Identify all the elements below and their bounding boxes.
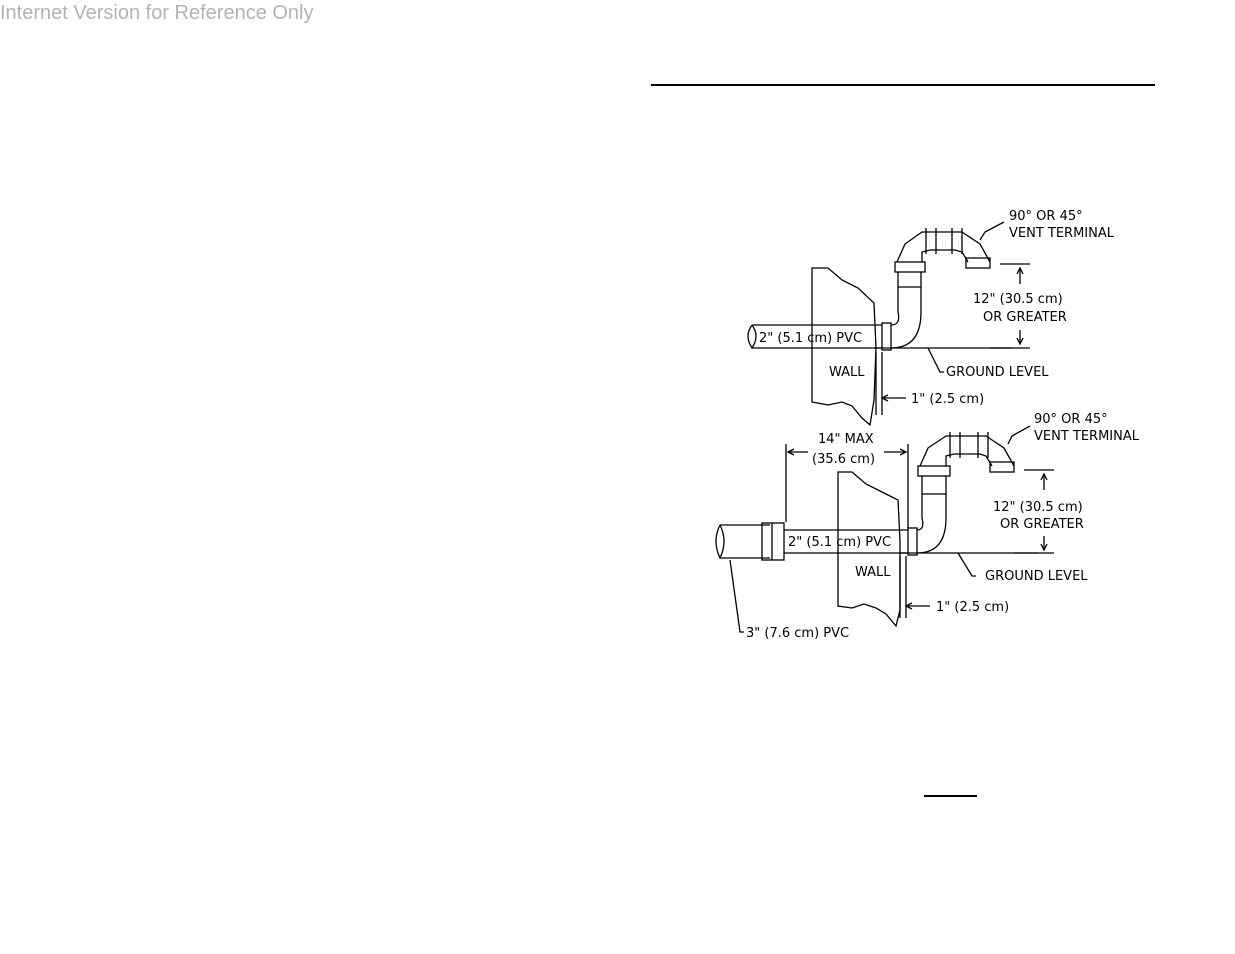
upper-terminal-line2: VENT TERMINAL — [1009, 226, 1115, 241]
lower-terminal-line1: 90° OR 45° — [1034, 412, 1108, 427]
lower-pipe — [784, 529, 908, 554]
upper-pipe-label: 2" (5.1 cm) PVC — [759, 331, 862, 346]
lower-max-line2: (35.6 cm) — [812, 452, 875, 467]
upper-riser — [897, 272, 922, 288]
lower-max-line1: 14" MAX — [818, 432, 874, 447]
lower-large-pipe-leader — [729, 559, 744, 633]
upper-ground-label: GROUND LEVEL — [946, 365, 1049, 380]
upper-elbow — [890, 287, 922, 349]
upper-clearance-dim — [875, 352, 906, 415]
lower-wall — [837, 471, 901, 628]
lower-terminal-leader — [1007, 425, 1031, 445]
lower-diagram — [715, 425, 1054, 633]
lower-wall-label: WALL — [855, 565, 891, 580]
lower-ground-leader — [957, 552, 976, 577]
lower-height-line2: OR GREATER — [1000, 517, 1084, 532]
figure-rule — [924, 795, 977, 797]
lower-max-dim — [785, 444, 909, 528]
lower-riser — [921, 476, 947, 495]
upper-riser-coupling — [894, 261, 926, 273]
lower-terminal — [919, 435, 1015, 467]
lower-terminal-line2: VENT TERMINAL — [1034, 429, 1140, 444]
lower-clearance-label: 1" (2.5 cm) — [936, 600, 1009, 615]
lower-clearance-dim — [899, 556, 930, 618]
lower-riser-coupling — [917, 465, 951, 477]
lower-large-pipe-end — [715, 524, 725, 560]
lower-elbow — [916, 494, 947, 554]
upper-diagram — [747, 221, 1030, 427]
upper-pipe-coupling — [881, 322, 892, 351]
upper-terminal-leader — [979, 221, 1005, 241]
upper-clearance-label: 1" (2.5 cm) — [911, 392, 984, 407]
lower-terminal-end — [989, 461, 1015, 473]
upper-height-line1: 12" (30.5 cm) — [973, 292, 1063, 307]
upper-pipe-end — [747, 324, 757, 350]
header-rule — [651, 84, 1155, 86]
upper-terminal — [896, 231, 991, 263]
lower-ground-label: GROUND LEVEL — [985, 569, 1088, 584]
upper-terminal-line1: 90° OR 45° — [1009, 209, 1083, 224]
lower-terminal-couplings — [949, 432, 989, 458]
lower-reducer — [761, 522, 785, 561]
lower-pipe-coupling — [907, 527, 918, 556]
upper-height-line2: OR GREATER — [983, 310, 1067, 325]
upper-terminal-couplings — [925, 228, 963, 254]
lower-height-line1: 12" (30.5 cm) — [993, 500, 1083, 515]
lower-large-pipe-label: 3" (7.6 cm) PVC — [746, 626, 849, 641]
upper-pipe — [752, 324, 882, 349]
upper-ground-leader — [927, 347, 944, 373]
upper-wall — [811, 267, 877, 427]
watermark-text: Internet Version for Reference Only — [0, 2, 314, 24]
lower-pipe-label: 2" (5.1 cm) PVC — [788, 535, 891, 550]
upper-wall-label: WALL — [829, 365, 865, 380]
upper-terminal-end — [965, 257, 991, 269]
